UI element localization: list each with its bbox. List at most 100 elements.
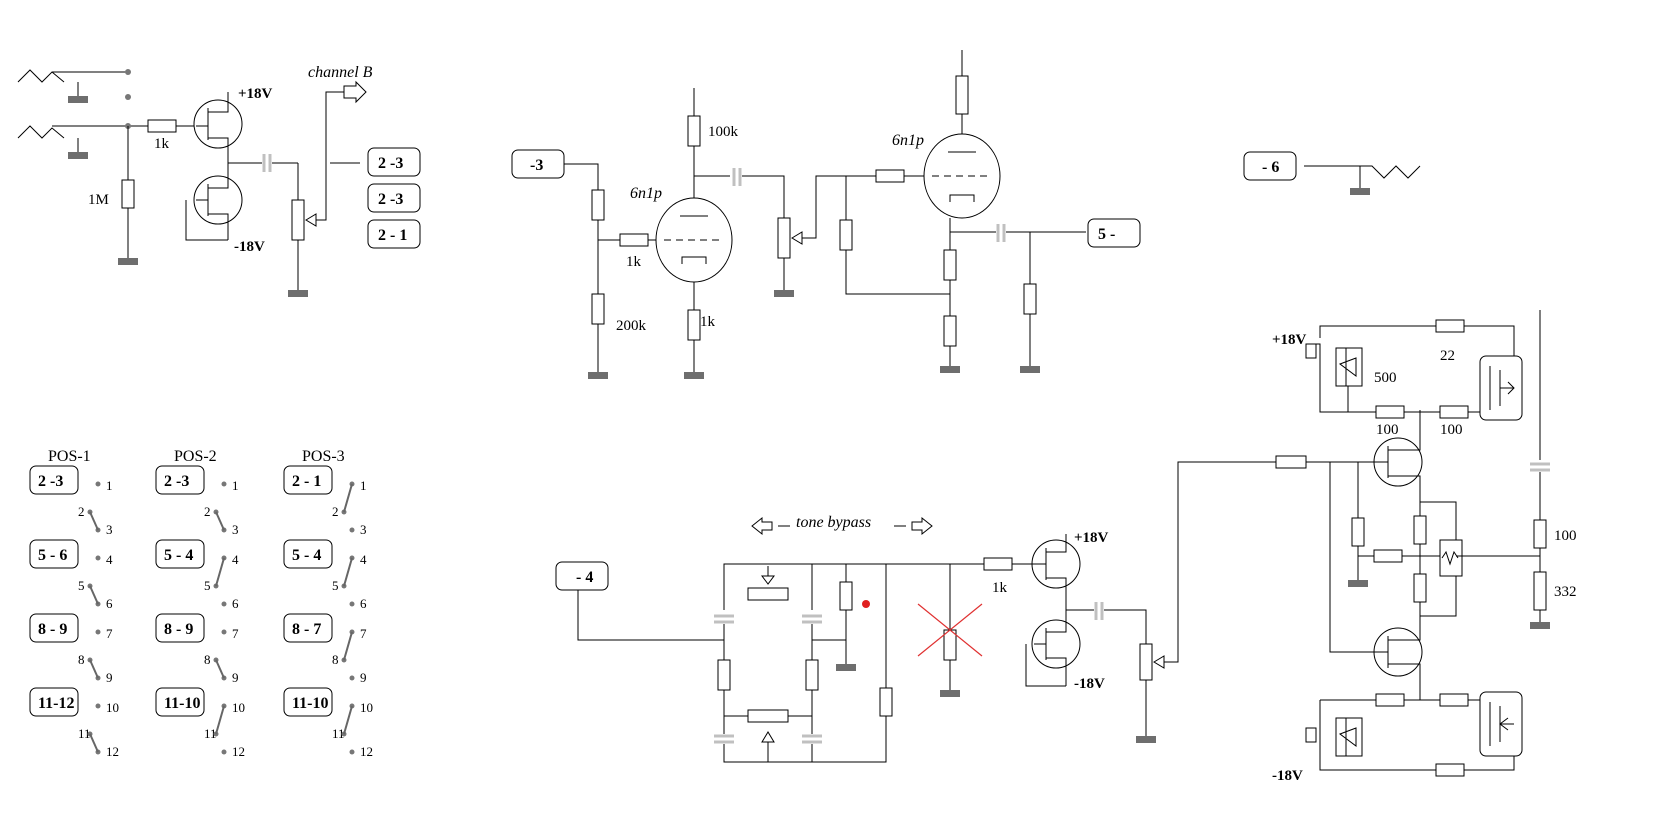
tag-2-1 <box>367 219 421 249</box>
pin-label: 6 <box>360 596 367 611</box>
switch-lever <box>343 483 353 513</box>
pin-label: 1 <box>232 478 239 493</box>
svg-text:1k: 1k <box>700 314 716 330</box>
pin-label: 4 <box>360 552 367 567</box>
switch-tag <box>283 465 333 495</box>
pin-label: 7 <box>360 626 367 641</box>
switch-lever <box>215 659 225 679</box>
pin-label: 12 <box>360 744 373 759</box>
svg-text:tone bypass: tone bypass <box>796 514 871 531</box>
trimmer-pot <box>1439 539 1463 577</box>
switch-tag <box>29 539 79 569</box>
switch-tag-label: 11-12 <box>38 695 74 712</box>
resistor-100k <box>687 115 701 147</box>
tag-5 <box>1087 218 1141 248</box>
label-1M: 1M <box>88 192 109 208</box>
pin-label: 12 <box>106 744 119 759</box>
pin-label: 2 <box>204 504 211 519</box>
svg-text:-18V: -18V <box>234 239 265 255</box>
resistor-200k <box>591 293 605 325</box>
pin-label: 11 <box>332 726 345 741</box>
pin-label: 1 <box>106 478 113 493</box>
input-stage: 1M 1k +18V -18V channel B 2 -3 <box>17 64 421 297</box>
switch-lever <box>343 557 353 587</box>
switch-tag <box>155 465 205 495</box>
svg-text:1k: 1k <box>992 580 1008 596</box>
switch-tag-label: 2 - 1 <box>292 473 321 490</box>
switch-tag-label: 5 - 4 <box>164 547 193 564</box>
svg-text:5 -: 5 - <box>1098 226 1115 243</box>
pin-label: 3 <box>232 522 239 537</box>
position-header: POS-3 <box>302 448 345 465</box>
switch-lever <box>215 557 225 587</box>
pin-label: 8 <box>332 652 339 667</box>
switch-tag-label: 8 - 9 <box>38 621 67 638</box>
switch-tag-label: 2 -3 <box>38 473 63 490</box>
svg-text:100: 100 <box>1440 422 1463 438</box>
pin-label: 8 <box>78 652 85 667</box>
switch-tag-label: 8 - 9 <box>164 621 193 638</box>
switch-lever <box>89 733 99 753</box>
svg-text:1k: 1k <box>626 254 642 270</box>
switch-tag-label: 5 - 4 <box>292 547 321 564</box>
switch-lever <box>215 511 225 531</box>
switch-tag <box>155 687 205 717</box>
tube-stage: -3 200k 1k 6n1p 100k 1k <box>511 50 1141 379</box>
pin-label: 2 <box>78 504 85 519</box>
svg-text:22: 22 <box>1440 348 1455 364</box>
pin-label: 1 <box>360 478 367 493</box>
switch-lever <box>89 659 99 679</box>
switch-tag-label: 11-10 <box>292 695 328 712</box>
svg-text:channel B: channel B <box>308 64 373 81</box>
switch-tag-label: 8 - 7 <box>292 621 321 638</box>
ground-symbol <box>68 96 88 103</box>
svg-text:2 - 1: 2 - 1 <box>378 227 407 244</box>
switch-lever <box>343 631 353 661</box>
pin-label: 10 <box>360 700 373 715</box>
svg-text:+18V: +18V <box>1272 332 1307 348</box>
red-marker <box>862 600 870 608</box>
resistor-1M <box>121 179 135 209</box>
pin-label: 5 <box>332 578 339 593</box>
pin-label: 2 <box>332 504 339 519</box>
svg-text:6n1p: 6n1p <box>892 132 924 149</box>
pin-label: 11 <box>78 726 91 741</box>
switch-tag <box>155 613 205 643</box>
pin-label: 10 <box>232 700 245 715</box>
svg-text:+18V: +18V <box>1074 530 1109 546</box>
svg-text:- 6: - 6 <box>1262 159 1279 176</box>
pin-label: 5 <box>78 578 85 593</box>
potentiometer <box>291 199 305 241</box>
pin-label: 8 <box>204 652 211 667</box>
pin-label: 4 <box>106 552 113 567</box>
tone-stack: - 4 tone bypass <box>555 461 1276 763</box>
svg-text:-18V: -18V <box>1272 768 1303 784</box>
pin-label: 7 <box>232 626 239 641</box>
switch-lever <box>89 585 99 605</box>
svg-text:- 4: - 4 <box>576 569 593 586</box>
pin-label: 5 <box>204 578 211 593</box>
svg-text:+18V: +18V <box>238 86 273 102</box>
switch-tag-label: 5 - 6 <box>38 547 67 564</box>
svg-text:332: 332 <box>1554 584 1577 600</box>
jfet-bottom <box>193 175 243 225</box>
position-header: POS-1 <box>48 448 91 465</box>
output-amp: 100 332 +18V 22 500 100 100 -18V <box>1272 310 1577 784</box>
tag-minus4 <box>555 561 609 591</box>
pin-label: 3 <box>360 522 367 537</box>
switch-tag <box>29 465 79 495</box>
svg-text:100k: 100k <box>708 124 739 140</box>
switch-tag <box>29 687 79 717</box>
switch-tag <box>283 613 333 643</box>
svg-text:1k: 1k <box>154 136 170 152</box>
switch-tag <box>29 613 79 643</box>
svg-text:500: 500 <box>1374 370 1397 386</box>
switch-tag <box>283 539 333 569</box>
pin-label: 3 <box>106 522 113 537</box>
svg-text:6n1p: 6n1p <box>630 185 662 202</box>
switch-tag-label: 2 -3 <box>164 473 189 490</box>
pin-label: 9 <box>106 670 113 685</box>
switch-tag <box>155 539 205 569</box>
